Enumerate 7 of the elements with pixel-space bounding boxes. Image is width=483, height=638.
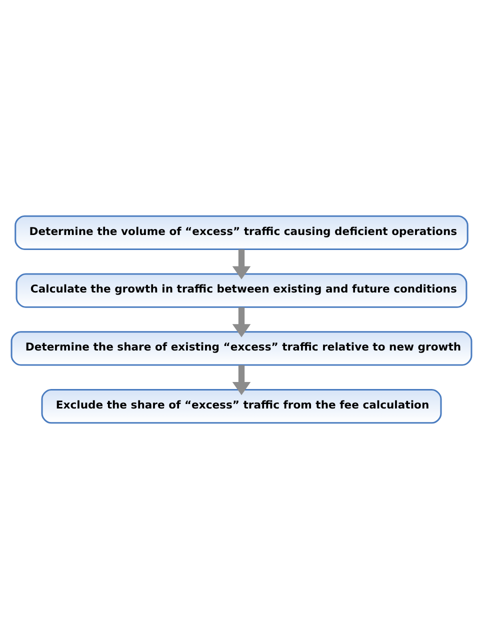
arrow: [232, 306, 251, 337]
node-box: Determine the share of existing “excess” traffic relative to new growth: [10, 330, 472, 366]
node-box: Calculate the growth in traffic between existing and future conditions: [16, 272, 468, 308]
arrow: [232, 248, 251, 279]
arrow: [232, 364, 251, 395]
node-box: Exclude the share of “excess” traffic from the fee calculation: [41, 388, 442, 424]
node-box: Determine the volume of “excess” traffic causing deficient operations: [14, 214, 468, 250]
